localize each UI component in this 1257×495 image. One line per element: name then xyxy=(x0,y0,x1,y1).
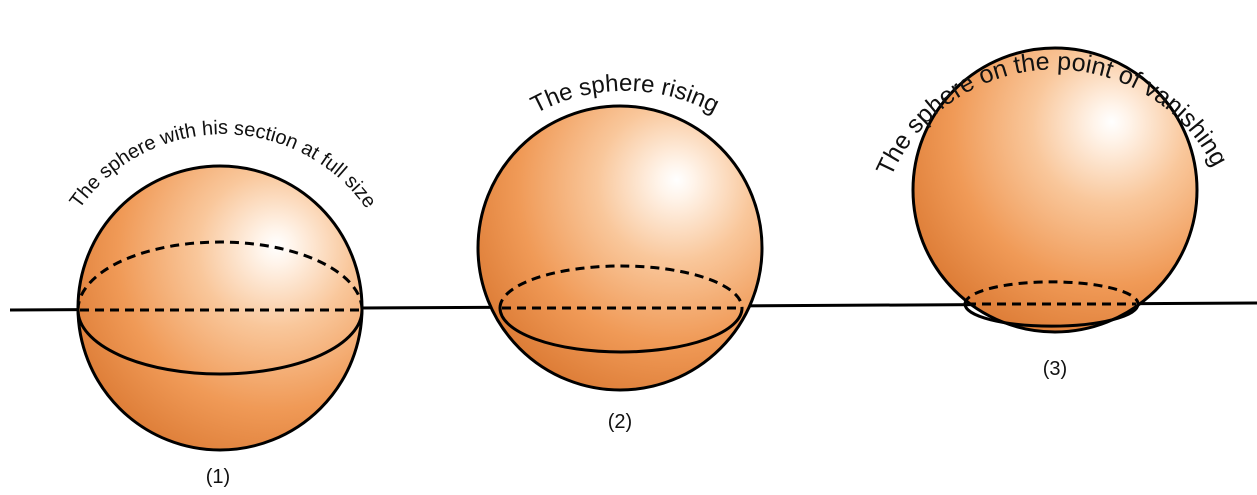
sphere-body-1 xyxy=(76,164,364,452)
caption-3: (3) xyxy=(1043,358,1067,380)
section-back-dashed-3 xyxy=(963,280,1140,305)
sphere-body-3 xyxy=(911,46,1199,334)
section-front-solid-3 xyxy=(963,303,1140,328)
sphere-group-2: The sphere rising (2) xyxy=(476,70,764,433)
sphere-group-1: The sphere with his section at full size… xyxy=(66,117,381,488)
section-front-solid-1 xyxy=(76,309,364,376)
section-back-dashed-2 xyxy=(498,264,744,309)
sphere-group-3: The sphere on the point of vanishing (3) xyxy=(871,46,1233,380)
section-back-dashed-1 xyxy=(76,240,364,311)
section-front-solid-2 xyxy=(498,307,744,354)
caption-1: (1) xyxy=(206,466,230,488)
sphere-body-2 xyxy=(476,104,764,392)
caption-2: (2) xyxy=(608,411,632,433)
